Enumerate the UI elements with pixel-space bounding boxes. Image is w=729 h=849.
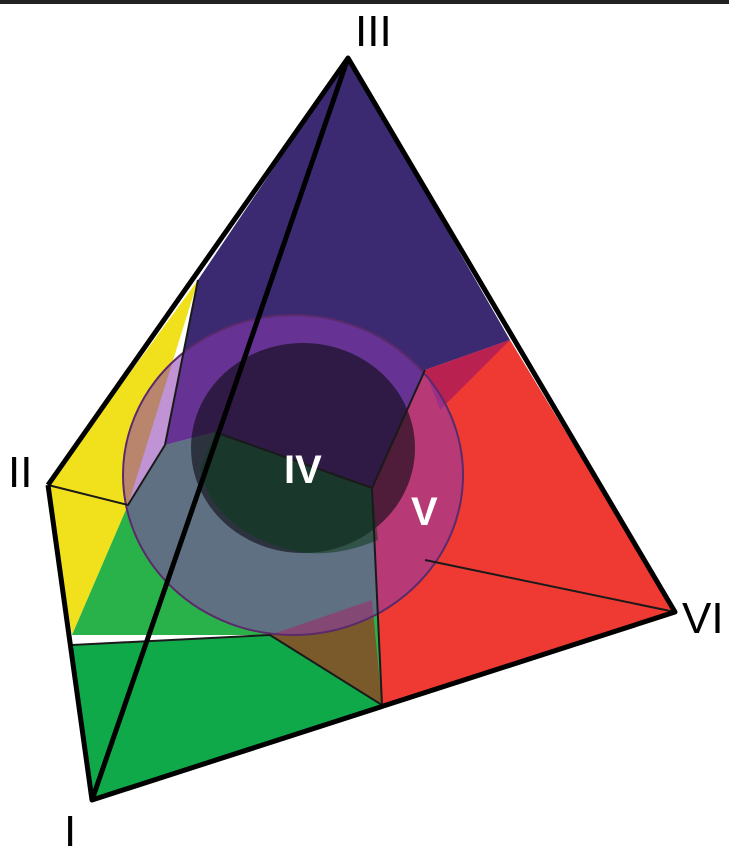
vertex-label-i: I [64, 807, 76, 849]
region-label-v: V [411, 490, 438, 534]
region-green-dark [72, 635, 382, 800]
region-label-iv: IV [284, 448, 322, 492]
inner-region-iv-lower [200, 432, 378, 554]
internal-edges [47, 279, 676, 706]
outer-edges [45, 55, 678, 803]
region-crimson [425, 340, 510, 410]
top-border-line [0, 0, 729, 4]
vertex-label-vi: VI [682, 594, 724, 643]
vertex-label-iii: III [355, 7, 392, 56]
vertex-label-ii: II [8, 448, 32, 497]
